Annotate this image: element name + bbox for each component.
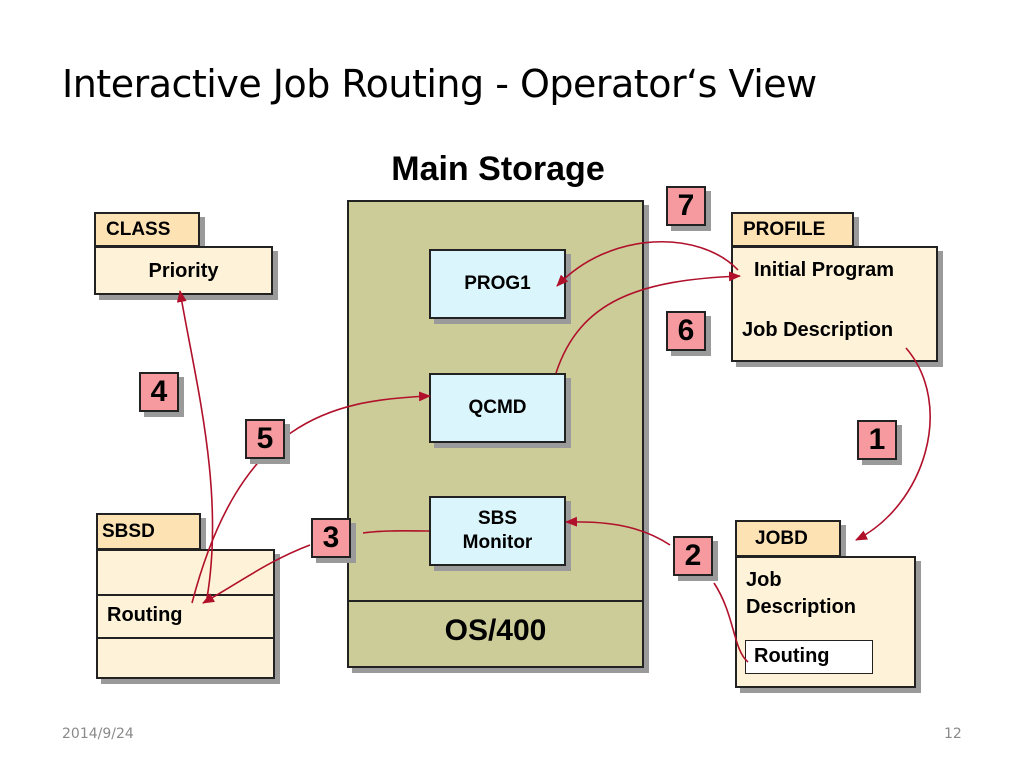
jobd-routing-field xyxy=(745,640,873,674)
step-4-badge: 4 xyxy=(139,372,179,412)
os-divider xyxy=(347,600,644,602)
arrow-step-1 xyxy=(855,347,931,541)
profile-job-description: Job Description xyxy=(742,319,894,341)
prog1-box: PROG1 xyxy=(429,249,566,319)
qcmd-box: QCMD xyxy=(429,373,566,443)
profile-tab: PROFILE xyxy=(731,212,854,247)
arrow-step-4 xyxy=(176,290,214,599)
arrow-step-6 xyxy=(555,271,741,374)
arrow-step-3-link xyxy=(362,530,430,534)
step-1-badge: 1 xyxy=(857,420,897,460)
profile-card xyxy=(731,246,938,362)
arrow-step-2-head xyxy=(565,516,671,546)
arrow-step-2 xyxy=(713,582,749,663)
arrow-step-7 xyxy=(556,240,739,287)
slide-title: Interactive Job Routing - Operator‘s Vie… xyxy=(62,62,817,106)
sbsd-tab: SBSD xyxy=(96,513,201,550)
jobd-description-line2: Description xyxy=(746,596,857,618)
arrow-step-5 xyxy=(191,391,431,604)
sbsd-divider-2 xyxy=(96,637,275,639)
sbs-monitor-line2: Monitor xyxy=(462,532,533,553)
step-5-badge: 5 xyxy=(245,419,285,459)
step-2-badge: 2 xyxy=(673,536,713,576)
jobd-routing-label: Routing xyxy=(754,645,830,667)
jobd-tab: JOBD xyxy=(735,520,841,557)
jobd-description-line1: Job xyxy=(746,569,782,591)
step-6-badge: 6 xyxy=(666,311,706,351)
step-3-badge: 3 xyxy=(311,518,351,558)
class-priority-label: Priority xyxy=(148,260,219,282)
sbsd-divider-1 xyxy=(96,594,275,596)
sbs-monitor-box: SBS Monitor xyxy=(429,496,566,566)
step-7-badge: 7 xyxy=(666,186,706,226)
sbs-monitor-line1: SBS xyxy=(477,508,518,529)
slide-date: 2014/9/24 xyxy=(62,726,134,742)
sbsd-card xyxy=(96,549,275,679)
arrow-step-3-head xyxy=(202,544,311,604)
sbsd-routing-label: Routing xyxy=(107,604,183,626)
slide-page-number: 12 xyxy=(944,726,962,742)
os400-label: OS/400 xyxy=(444,614,547,647)
profile-initial-program: Initial Program xyxy=(754,259,895,281)
main-storage-label: Main Storage xyxy=(391,150,605,188)
